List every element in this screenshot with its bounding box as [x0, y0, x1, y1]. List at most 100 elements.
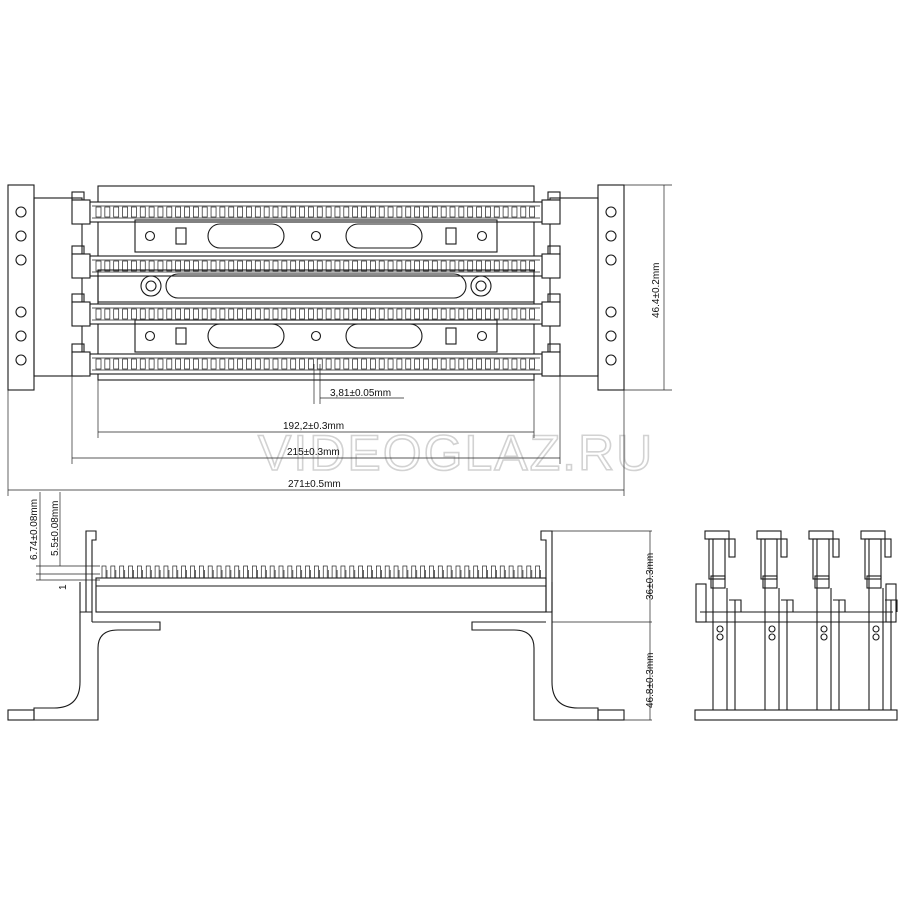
contact-pin: [440, 206, 447, 218]
contact-pin: [237, 308, 243, 320]
contact-pin: [485, 260, 491, 272]
height-label: 46.4±0.2mm: [651, 262, 662, 318]
contact-pin: [414, 308, 420, 320]
contact-pin: [467, 260, 474, 272]
strip-body-profile: [95, 577, 547, 613]
dimension-total-length: 271±0.5mm: [7, 390, 625, 496]
contact-pin: [184, 308, 190, 320]
contact-pin: [166, 206, 173, 218]
contact-pin: [148, 260, 155, 272]
contact-pin: [370, 358, 376, 370]
contact-pin: [520, 358, 527, 370]
contact-pin: [299, 358, 305, 370]
contact-pin: [485, 308, 491, 320]
contact-pin: [139, 308, 146, 320]
contact-pin: [325, 308, 332, 320]
contact-pin: [520, 308, 527, 320]
contact-pin: [246, 260, 252, 272]
contact-pin: [458, 358, 465, 370]
contact-pin: [378, 308, 385, 320]
mounting-plate-middle: [97, 269, 535, 303]
side-contact: [181, 565, 186, 579]
contact-strips: [71, 191, 561, 377]
contact-pin: [414, 206, 420, 218]
contact-pin: [272, 308, 279, 320]
contact-pin: [449, 308, 456, 320]
side-contact: [526, 565, 532, 579]
bracket-hole-icon: [605, 354, 617, 366]
side-contact: [172, 565, 178, 579]
contact-pin: [316, 308, 323, 320]
contact-pin: [184, 206, 190, 218]
side-contact: [296, 565, 302, 579]
side-contact: [331, 565, 337, 579]
contact-pin: [370, 260, 376, 272]
contact-pin: [210, 206, 217, 218]
contact-pin: [396, 260, 403, 272]
right-bracket-holes: [605, 206, 617, 366]
contact-pin: [148, 358, 155, 370]
side-contact: [269, 565, 275, 579]
contact-pin: [370, 308, 376, 320]
side-contact: [402, 565, 408, 579]
contact-pin: [502, 260, 509, 272]
contact-pin: [281, 308, 288, 320]
mounting-hole-icon: [140, 275, 162, 297]
contact-pin: [122, 206, 128, 218]
contact-pin: [431, 260, 438, 272]
mounting-plate-upper: [134, 219, 498, 253]
contact-pin: [308, 206, 314, 218]
dimension-mid-length: 215±0.3mm: [71, 376, 561, 464]
dimension-inner-length: 192,2±0.3mm: [97, 380, 535, 438]
contact-pin: [387, 308, 394, 320]
contact-pin: [511, 260, 518, 272]
contact-pin: [104, 206, 111, 218]
contact-pin: [281, 358, 288, 370]
contact-pin: [193, 358, 199, 370]
end-column: [808, 530, 846, 710]
screw-hole-icon: [476, 230, 488, 242]
pitch-label: 3,81±0.05mm: [330, 388, 391, 399]
contact-pin: [520, 260, 527, 272]
contact-pin: [370, 206, 376, 218]
side-contact: [207, 565, 213, 579]
bracket-hole-icon: [605, 230, 617, 242]
side-contact: [243, 565, 248, 579]
contact-strip: [71, 191, 561, 225]
contact-pin: [431, 308, 438, 320]
contact-pin: [113, 206, 120, 218]
contact-pin: [343, 260, 350, 272]
contact-pin: [157, 206, 164, 218]
contact-pin: [272, 260, 279, 272]
contact-pin: [237, 260, 243, 272]
contact-strip: [71, 343, 561, 377]
contact-a-label: 6.74±0.08mm: [29, 499, 40, 560]
contact-pin: [122, 358, 128, 370]
contact-pin: [113, 308, 120, 320]
contact-pin: [228, 358, 235, 370]
side-contact: [455, 565, 461, 579]
end-column: [860, 530, 898, 710]
contact-pin: [387, 358, 394, 370]
bracket-hole-icon: [605, 254, 617, 266]
contact-pin: [263, 206, 270, 218]
oval-slot: [345, 223, 423, 249]
side-contact-row: [101, 565, 542, 579]
side-contact: [473, 565, 479, 579]
side-contact: [252, 565, 257, 579]
side-contact: [154, 565, 160, 579]
side-contact: [101, 565, 107, 579]
contact-pin: [122, 308, 128, 320]
contact-pin: [139, 260, 146, 272]
contact-pin: [485, 358, 491, 370]
latch-slot: [175, 227, 187, 245]
contact-pin: [272, 206, 279, 218]
contact-pin: [467, 308, 474, 320]
contact-pin: [449, 358, 456, 370]
contact-pin: [175, 260, 181, 272]
left-foot-bracket: [33, 612, 161, 721]
contact-pin: [352, 358, 358, 370]
contact-pin: [228, 206, 235, 218]
right-bracket-arm: [549, 197, 599, 377]
